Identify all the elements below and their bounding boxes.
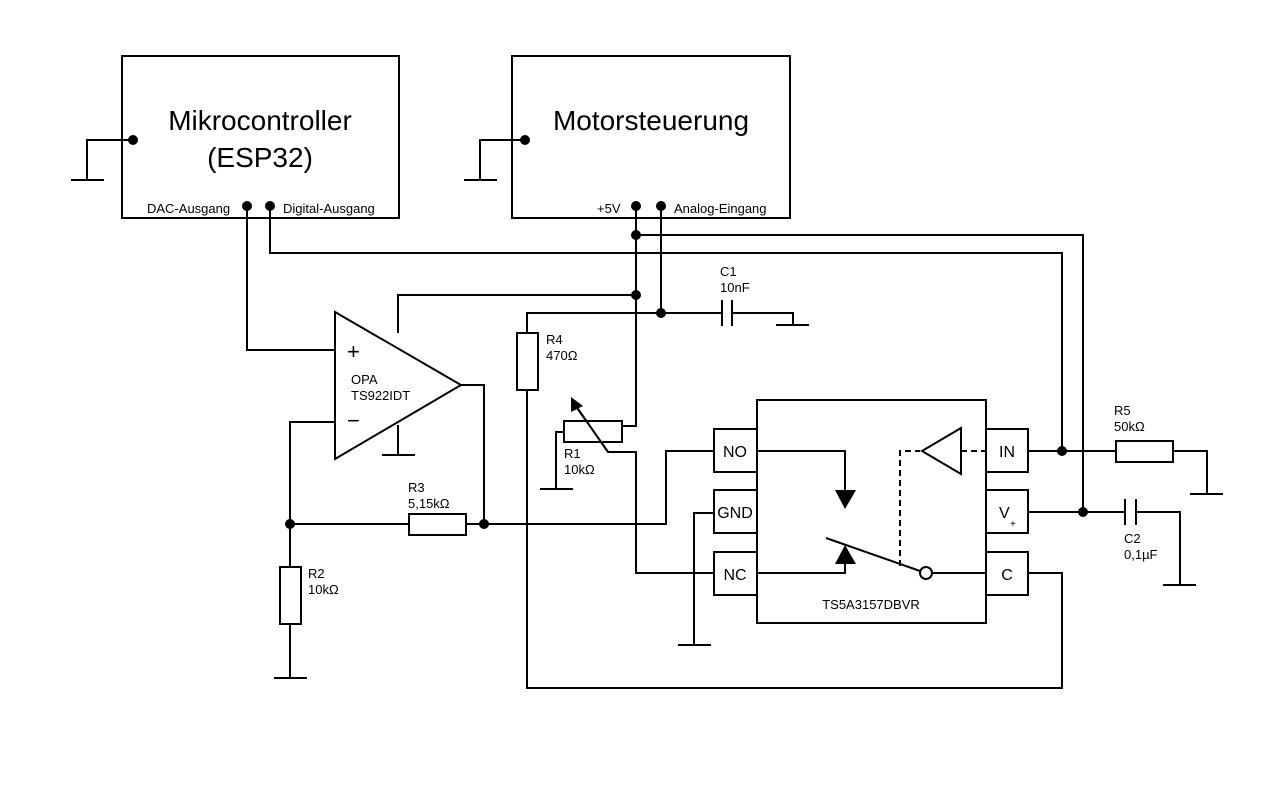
switch-ic-part: TS5A3157DBVR [822,597,920,612]
no-arrow [835,490,856,509]
pin-v-subscript: + [1010,519,1016,530]
mcu-title-line2: (ESP32) [207,142,313,173]
nc-arrow [835,545,856,564]
opamp-plus-sign: + [347,339,360,364]
junction-5v-opamp [631,290,641,300]
resistor-r5: R5 50kΩ [1114,403,1174,463]
opamp-minus-sign: − [347,408,360,433]
wires [246,206,1223,689]
junction-feedback [285,519,295,529]
opamp: + − OPA TS922IDT [334,310,463,461]
c1-value: 10nF [720,280,750,295]
mcu-dac-pin-label: DAC-Ausgang [147,201,230,216]
r3-name: R3 [408,480,425,495]
resistor-r2: R2 10kΩ [279,566,339,625]
switch-ic: NO GND NC IN V + C TS5A3157DBVR [713,399,1029,624]
resistor-r3: R3 5,15kΩ [408,480,467,536]
opamp-name: OPA [351,372,378,387]
potentiometer-r1: R1 10kΩ [563,397,623,477]
r2-value: 10kΩ [308,582,339,597]
mcu-digital-pin-label: Digital-Ausgang [283,201,375,216]
junction-analog [656,308,666,318]
r1-name: R1 [564,446,581,461]
capacitor-c2: C2 0,1µF [1124,499,1158,562]
capacitor-c1: C1 10nF [720,264,750,326]
r5-name: R5 [1114,403,1131,418]
mcu-ground-symbol [71,139,133,181]
c2-name: C2 [1124,531,1141,546]
junctions [285,230,1088,529]
c2-value: 0,1µF [1124,547,1158,562]
r4-name: R4 [546,332,563,347]
pin-gnd-label: GND [717,505,753,522]
pin-v-label: V [999,505,1010,522]
r1-value: 10kΩ [564,462,595,477]
motor-title: Motorsteuerung [553,105,749,136]
pin-no-label: NO [723,444,747,461]
junction-in [1057,446,1067,456]
c1-name: C1 [720,264,737,279]
junction-opamp-out [479,519,489,529]
junction-vplus [1078,507,1088,517]
pin-nc-label: NC [723,567,746,584]
motor-5v-pin-label: +5V [597,201,621,216]
r3-value: 5,15kΩ [408,496,450,511]
opamp-part: TS922IDT [351,388,410,403]
r2-name: R2 [308,566,325,581]
pin-in-label: IN [999,444,1015,461]
pin-c-label: C [1001,567,1013,584]
motor-block: Motorsteuerung +5V Analog-Eingang [511,55,791,219]
mcu-block: Mikrocontroller (ESP32) DAC-Ausgang Digi… [121,55,400,219]
motor-analog-pin-label: Analog-Eingang [674,201,767,216]
motor-ground-symbol [464,139,525,181]
switch-pivot [919,566,933,580]
mcu-title-line1: Mikrocontroller [168,105,352,136]
r4-value: 470Ω [546,348,578,363]
junction-5v-rail [631,230,641,240]
resistor-r4: R4 470Ω [516,332,578,391]
r5-value: 50kΩ [1114,419,1145,434]
